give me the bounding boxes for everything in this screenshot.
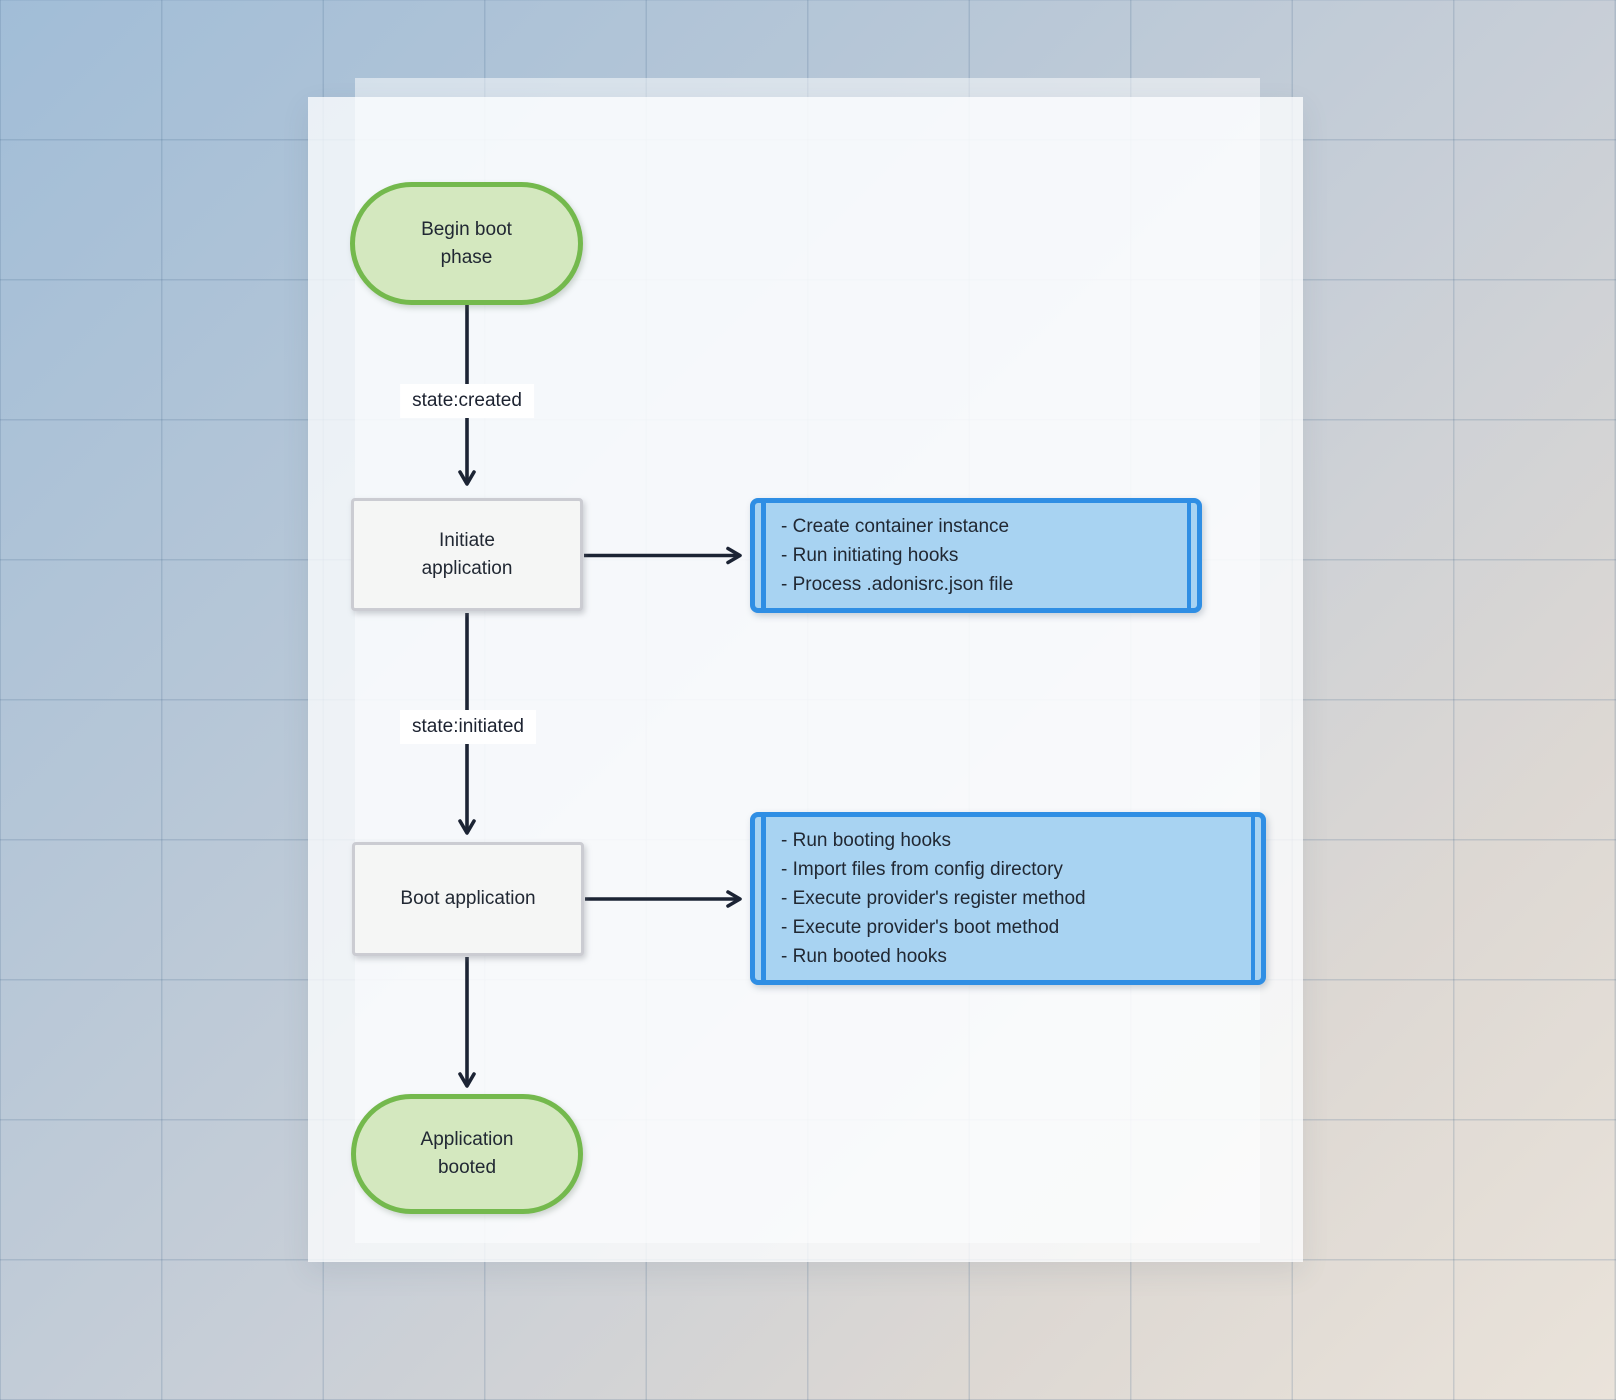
edge-label-text: state:created	[412, 390, 522, 411]
edge-label-state-initiated: state:initiated	[400, 710, 536, 744]
task-line: - Import files from config directory	[781, 859, 1063, 880]
node-initiate-application: Initiate application	[351, 498, 583, 611]
node-label: Initiate application	[421, 529, 513, 579]
task-line: - Run initiating hooks	[781, 545, 959, 566]
node-boot-tasks: - Run booting hooks - Import files from …	[750, 812, 1266, 985]
node-label: Boot application	[400, 888, 536, 909]
node-application-booted: Application booted	[351, 1094, 583, 1214]
task-line: - Run booted hooks	[781, 946, 947, 967]
task-line: - Run booting hooks	[781, 830, 952, 851]
edge-label-text: state:initiated	[412, 716, 524, 737]
task-line: - Process .adonisrc.json file	[781, 574, 1014, 595]
node-label: Begin boot phase	[421, 218, 512, 268]
task-line: - Execute provider's boot method	[781, 917, 1060, 938]
task-line: - Execute provider's register method	[781, 888, 1086, 909]
task-line: - Create container instance	[781, 516, 1010, 537]
node-initiate-tasks: - Create container instance - Run initia…	[750, 498, 1202, 613]
node-begin-boot-phase: Begin boot phase	[350, 182, 583, 305]
node-boot-application: Boot application	[352, 842, 584, 956]
edge-label-state-created: state:created	[400, 384, 534, 418]
node-label: Application booted	[420, 1129, 514, 1178]
